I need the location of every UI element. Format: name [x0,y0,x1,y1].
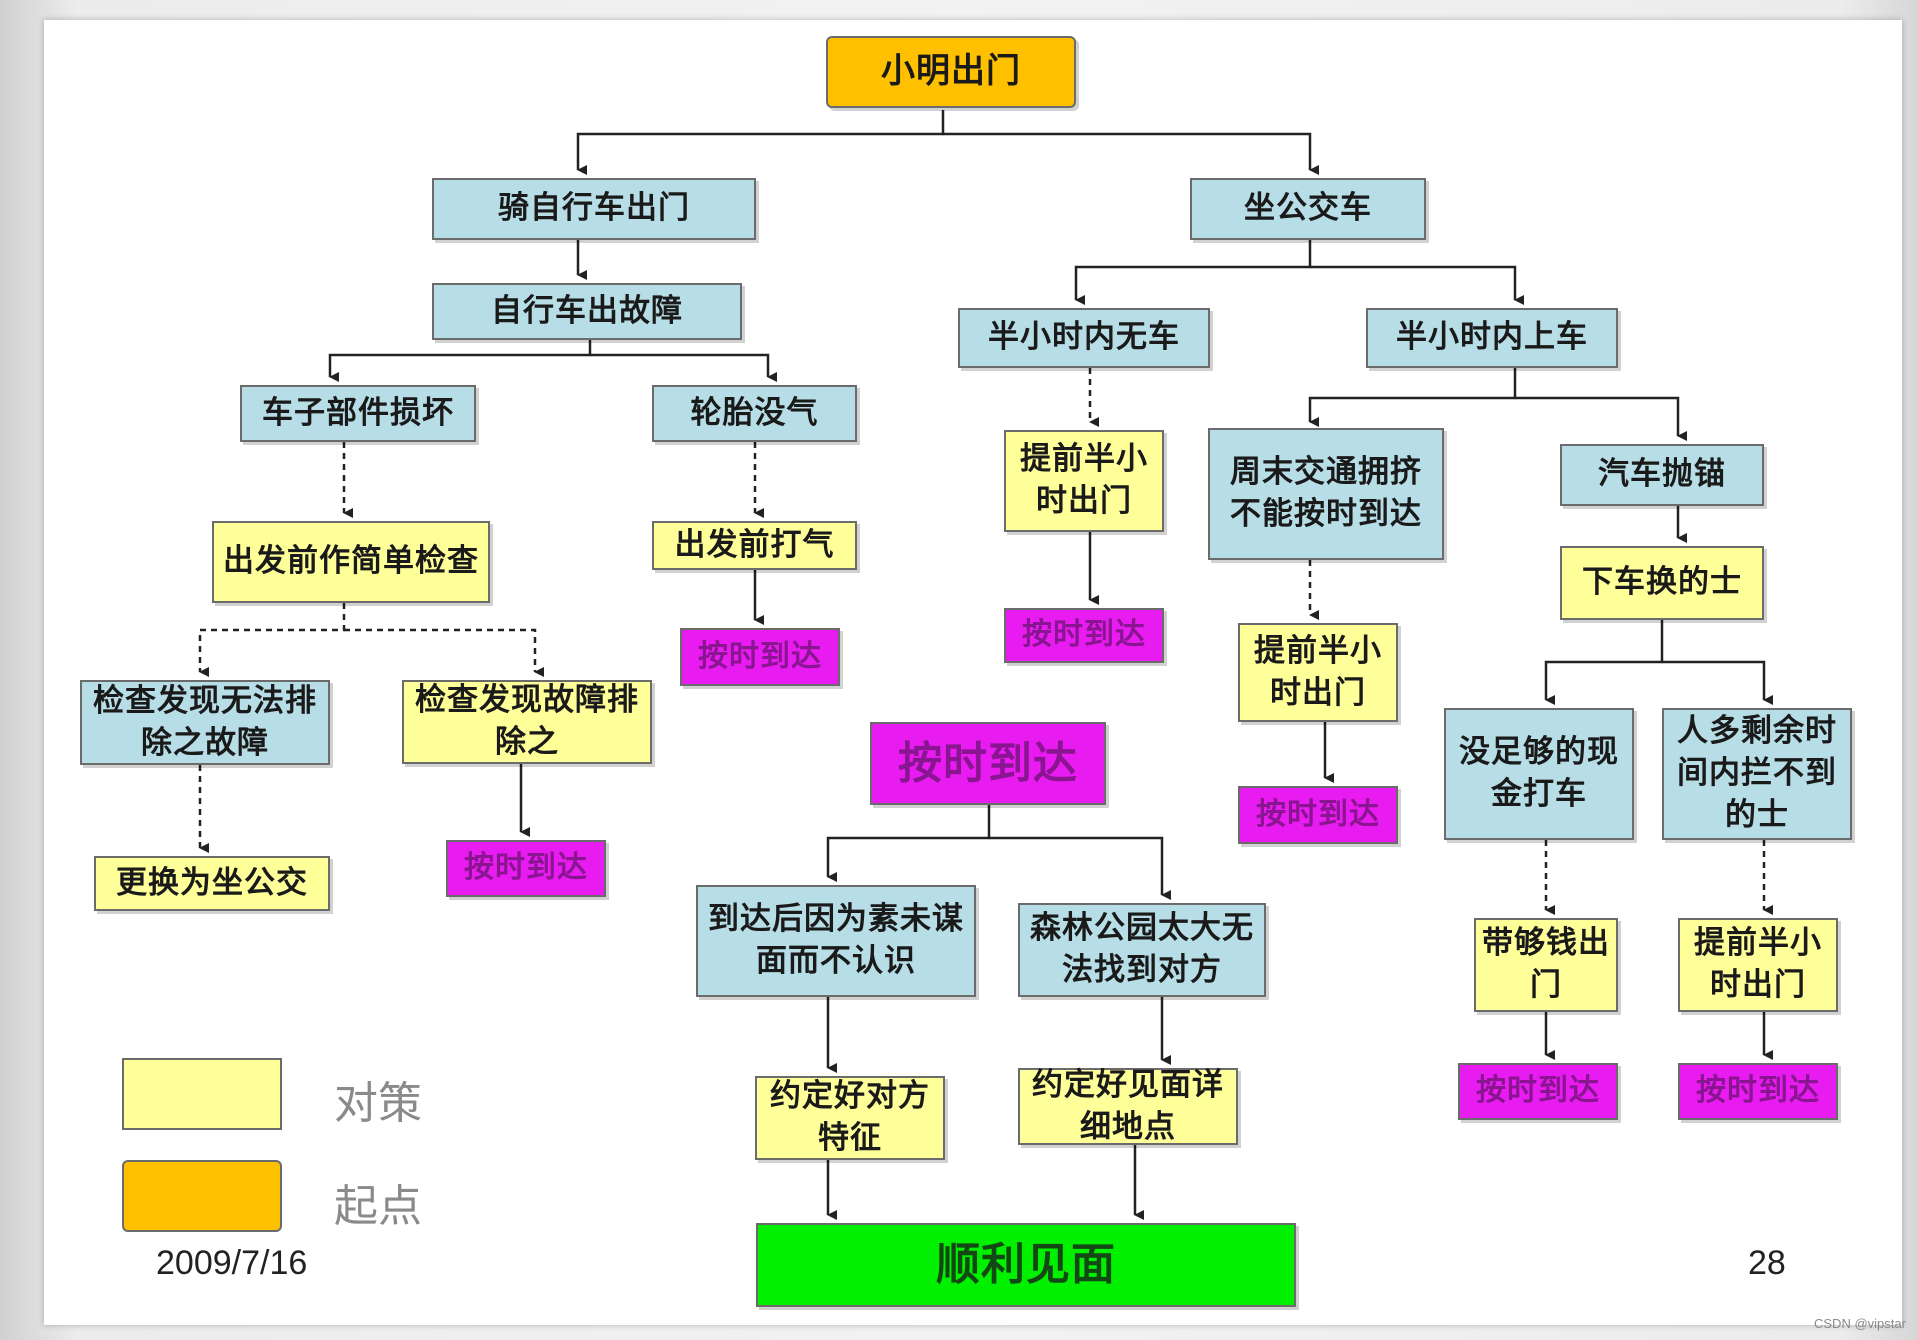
node-arrive-1: 按时到达 [680,628,840,686]
node-no-taxi: 人多剩余时间内拦不到的士 [1662,708,1852,840]
node-bus-breakdown: 汽车抛锚 [1560,444,1764,506]
node-no-cash: 没足够的现金打车 [1444,708,1634,840]
node-no-bus: 半小时内无车 [958,308,1210,368]
node-arrive-center: 按时到达 [870,722,1106,805]
node-leave-early-2: 提前半小时出门 [1238,623,1398,722]
connector [1544,620,1664,705]
node-final: 顺利见面 [756,1223,1296,1307]
node-simple-check: 出发前作简单检查 [212,521,490,603]
start-node: 小明出门 [826,36,1076,108]
connector [328,340,592,382]
node-location: 约定好见面详细地点 [1018,1067,1238,1145]
connector [1662,660,1773,705]
node-bus: 坐公交车 [1190,178,1426,240]
node-taxi: 下车换的士 [1560,546,1764,620]
legend-swatch-start [122,1160,282,1232]
node-unknown-face: 到达后因为素未谋面而不认识 [696,885,976,997]
node-arrive-3: 按时到达 [1238,786,1398,844]
node-arrive-5: 按时到达 [1458,1063,1618,1120]
node-features: 约定好对方特征 [755,1076,945,1160]
node-park-big: 森林公园太大无法找到对方 [1018,903,1266,997]
connector [989,836,1171,900]
node-flat-tire: 轮胎没气 [652,385,857,442]
connector-dashed [198,603,346,677]
slide-date: 2009/7/16 [156,1244,308,1282]
node-bike-fault: 自行车出故障 [432,283,742,340]
node-leave-early-3: 提前半小时出门 [1678,918,1838,1012]
legend-swatch-strategy [122,1058,282,1130]
node-arrive-4: 按时到达 [446,840,606,897]
connector [576,110,945,175]
node-bring-cash: 带够钱出门 [1474,918,1618,1012]
node-bike: 骑自行车出门 [432,178,756,240]
connector [1308,368,1517,427]
node-pump: 出发前打气 [652,521,857,570]
connector-dashed [344,628,544,677]
legend-label-start: 起点 [334,1181,422,1232]
connector [590,353,777,382]
node-arrive-2: 按时到达 [1004,608,1164,663]
node-arrive-6: 按时到达 [1678,1063,1838,1120]
node-switch-bus: 更换为坐公交 [94,856,330,911]
slide-page-number: 28 [1748,1244,1786,1282]
node-fault-fixable: 检查发现故障排除之 [402,680,652,764]
connector [1074,240,1312,305]
legend-label-strategy: 对策 [334,1078,422,1129]
node-part-broken: 车子部件损坏 [240,385,476,442]
connector [943,132,1319,175]
connector [1310,265,1524,305]
node-traffic-jam: 周末交通拥挤不能按时到达 [1208,428,1444,560]
node-leave-early-1: 提前半小时出门 [1004,430,1164,532]
watermark: CSDN @vipstar [1814,1316,1906,1331]
connector [1515,396,1687,441]
node-fault-unfixable: 检查发现无法排除之故障 [80,680,330,765]
node-got-bus: 半小时内上车 [1366,308,1618,368]
connector [826,805,991,882]
